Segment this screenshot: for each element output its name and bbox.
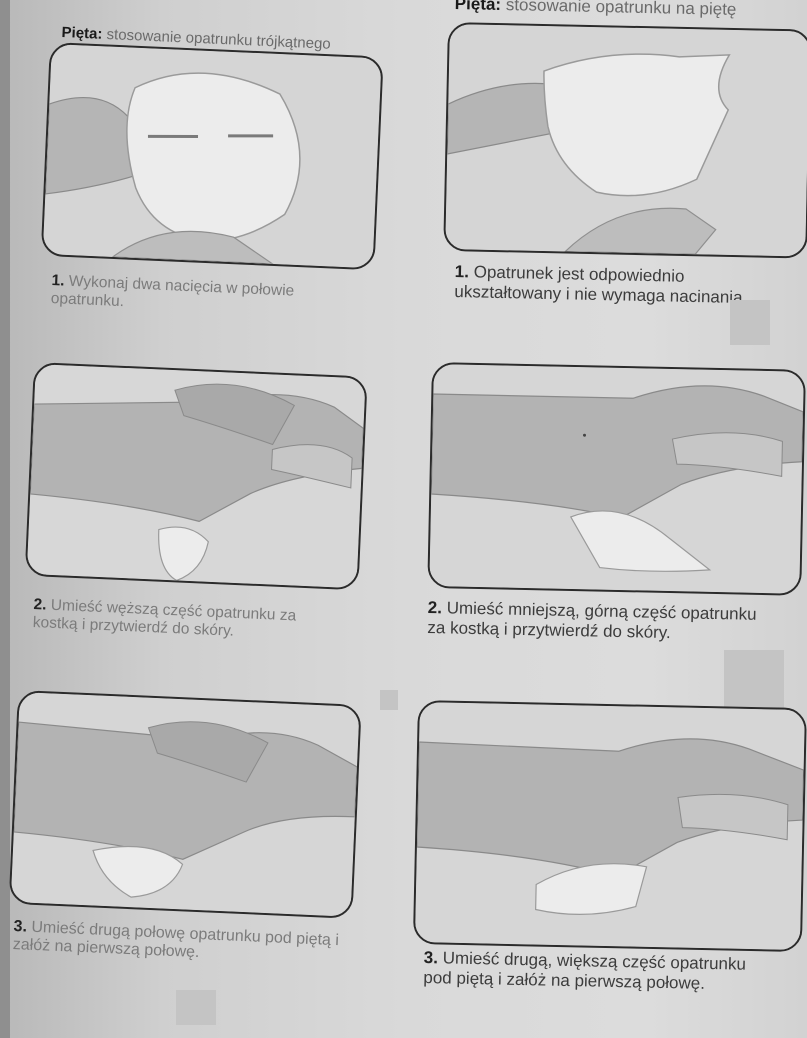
illustration-right-2 — [427, 362, 806, 596]
illustration-right-3 — [413, 700, 807, 952]
caption-right-2: 2. Umieść mniejszą, górną część opatrunk… — [427, 598, 758, 645]
right-column-title: Pięta: stosowanie opatrunku na piętę — [455, 0, 737, 20]
decorative-square — [724, 650, 784, 710]
decorative-square — [176, 990, 216, 1025]
illustration-left-1 — [41, 42, 384, 270]
page-edge-shadow — [0, 0, 10, 1038]
caption-left-3: 3. Umieść drugą połowę opatrunku pod pię… — [12, 918, 343, 968]
illustration-left-3 — [9, 690, 362, 919]
caption-left-2: 2. Umieść węższą część opatrunku za kost… — [32, 596, 333, 645]
decorative-square — [730, 300, 770, 345]
caption-right-1: 1. Opatrunek jest odpowiednio ukształtow… — [454, 262, 755, 308]
caption-left-1: 1. Wykonaj dwa nacięcia w połowie opatru… — [50, 272, 331, 320]
caption-right-3: 3. Umieść drugą, większą część opatrunku… — [423, 948, 754, 995]
decorative-square — [380, 690, 398, 710]
illustration-right-1 — [443, 22, 807, 259]
illustration-left-2 — [25, 362, 368, 590]
